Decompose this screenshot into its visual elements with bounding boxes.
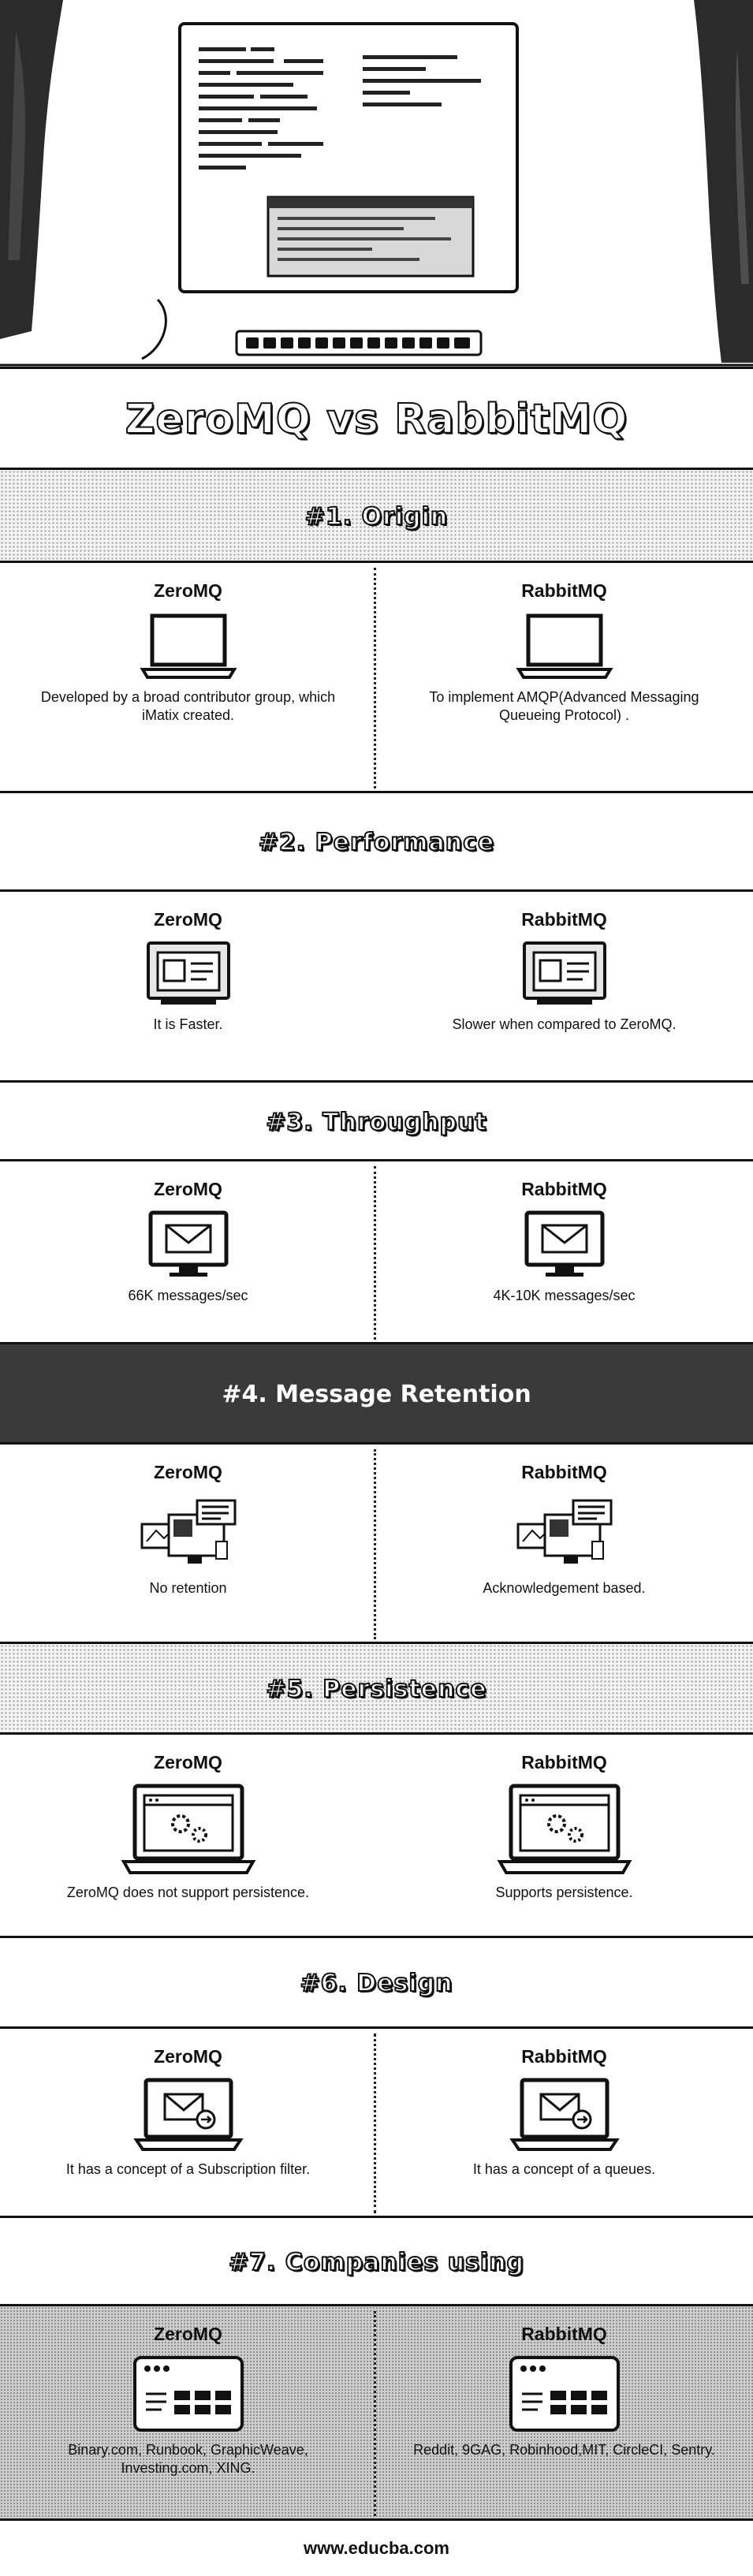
zeromq-column: ZeroMQ Binary.com, Runbook, GraphicWeave… — [0, 2306, 376, 2521]
rabbitmq-column: RabbitMQ Acknowledgement based. — [376, 1445, 752, 1644]
laptop-mail-send-icon — [132, 2078, 244, 2151]
laptop-mail-send-icon — [509, 2078, 620, 2151]
rabbitmq-label: RabbitMQ — [521, 1752, 607, 1773]
zeromq-text: It is Faster. — [153, 1016, 223, 1032]
zeromq-label: ZeroMQ — [154, 2324, 222, 2344]
zeromq-text: Developed by a broad contributor group, … — [40, 689, 336, 723]
rabbitmq-text: Slower when compared to ZeroMQ. — [452, 1016, 677, 1032]
rabbitmq-column: RabbitMQ Slower when compared to ZeroMQ. — [376, 892, 752, 1083]
zeromq-label: ZeroMQ — [154, 1179, 222, 1199]
rabbitmq-label: RabbitMQ — [521, 580, 607, 601]
section-throughput-columns: ZeroMQ 66K messages/sec RabbitMQ 4K-10K … — [0, 1159, 753, 1344]
zeromq-column: ZeroMQ Developed by a broad contributor … — [0, 563, 376, 793]
laptop-gears-icon — [121, 1784, 255, 1874]
zeromq-label: ZeroMQ — [154, 580, 222, 601]
zeromq-column: ZeroMQ It has a concept of a Subscriptio… — [0, 2029, 376, 2218]
rabbitmq-text: 4K-10K messages/sec — [493, 1288, 636, 1303]
zeromq-text: Binary.com, Runbook, GraphicWeave, Inves… — [68, 2442, 308, 2476]
rabbitmq-column: RabbitMQ To implement AMQP(Advanced Mess… — [376, 563, 752, 793]
monitor-mail-icon — [148, 1210, 228, 1277]
footer: www.educba.com — [0, 2518, 753, 2576]
page-title: ZeroMQ vs RabbitMQ — [125, 395, 628, 444]
section-persistence-columns: ZeroMQ ZeroMQ does not support persisten… — [0, 1732, 753, 1938]
hero-image — [0, 0, 753, 367]
section-performance-columns: ZeroMQ It is Faster. RabbitMQ — [0, 889, 753, 1083]
column-divider — [374, 1166, 376, 1340]
column-divider — [374, 2311, 376, 2516]
rabbitmq-column: RabbitMQ Reddit, 9GAG, Robinhood,MIT, Ci… — [376, 2306, 752, 2521]
zeromq-column: ZeroMQ No retention — [0, 1445, 376, 1644]
rabbitmq-column: RabbitMQ Supports persistence. — [376, 1735, 752, 1938]
section-origin-columns: ZeroMQ Developed by a broad contributor … — [0, 561, 753, 793]
section-retention-columns: ZeroMQ No retention RabbitMQ — [0, 1442, 753, 1644]
monitor-mail-icon — [524, 1210, 604, 1277]
column-divider — [374, 568, 376, 788]
chat-devices-icon — [140, 1499, 236, 1564]
laptop-icon — [515, 613, 613, 679]
column-divider — [374, 2034, 376, 2213]
section-design-columns: ZeroMQ It has a concept of a Subscriptio… — [0, 2026, 753, 2218]
rabbitmq-column: RabbitMQ 4K-10K messages/sec — [376, 1161, 752, 1344]
rabbitmq-text: Acknowledgement based. — [483, 1580, 646, 1596]
section-heading-persistence: #5. Persistence — [0, 1642, 753, 1735]
rabbitmq-text: To implement AMQP(Advanced Messaging Que… — [429, 689, 699, 723]
zeromq-column: ZeroMQ It is Faster. — [0, 892, 376, 1083]
rabbitmq-label: RabbitMQ — [521, 2046, 607, 2067]
monitor-window-icon — [146, 941, 230, 1005]
rabbitmq-column: RabbitMQ It has a concept of a queues. — [376, 2029, 752, 2218]
rabbitmq-label: RabbitMQ — [521, 1462, 607, 1482]
footer-url[interactable]: www.educba.com — [303, 2538, 449, 2558]
zeromq-column: ZeroMQ 66K messages/sec — [0, 1161, 376, 1344]
zeromq-label: ZeroMQ — [154, 1462, 222, 1482]
zeromq-text: It has a concept of a Subscription filte… — [65, 2161, 311, 2177]
monitor-window-icon — [522, 941, 606, 1005]
laptop-icon — [139, 613, 237, 679]
laptop-gears-icon — [497, 1784, 632, 1874]
section-heading-origin: #1. Origin — [0, 468, 753, 563]
section-heading-performance: #2. Performance — [0, 791, 753, 892]
title-band: ZeroMQ vs RabbitMQ — [0, 367, 753, 470]
zeromq-label: ZeroMQ — [154, 909, 222, 930]
section-heading-design: #6. Design — [0, 1936, 753, 2029]
zeromq-column: ZeroMQ ZeroMQ does not support persisten… — [0, 1735, 376, 1938]
rabbitmq-text: Reddit, 9GAG, Robinhood,MIT, CircleCI, S… — [413, 2442, 715, 2458]
section-heading-message-retention: #4. Message Retention — [0, 1342, 753, 1445]
column-divider — [374, 1449, 376, 1639]
browser-dashboard-icon — [509, 2356, 620, 2432]
rabbitmq-text: Supports persistence. — [495, 1884, 633, 1900]
section-heading-companies: #7. Companies using — [0, 2216, 753, 2306]
zeromq-text: No retention — [149, 1580, 227, 1596]
section-companies-columns: ZeroMQ Binary.com, Runbook, GraphicWeave… — [0, 2304, 753, 2521]
zeromq-text: ZeroMQ does not support persistence. — [66, 1884, 310, 1900]
rabbitmq-label: RabbitMQ — [521, 2324, 607, 2344]
browser-dashboard-icon — [132, 2356, 244, 2432]
zeromq-label: ZeroMQ — [154, 1752, 222, 1773]
section-heading-throughput: #3. Throughput — [0, 1080, 753, 1161]
zeromq-text: 66K messages/sec — [128, 1288, 248, 1303]
rabbitmq-text: It has a concept of a queues. — [472, 2161, 656, 2177]
chat-devices-icon — [516, 1499, 612, 1564]
zeromq-label: ZeroMQ — [154, 2046, 222, 2067]
rabbitmq-label: RabbitMQ — [521, 909, 607, 930]
rabbitmq-label: RabbitMQ — [521, 1179, 607, 1199]
